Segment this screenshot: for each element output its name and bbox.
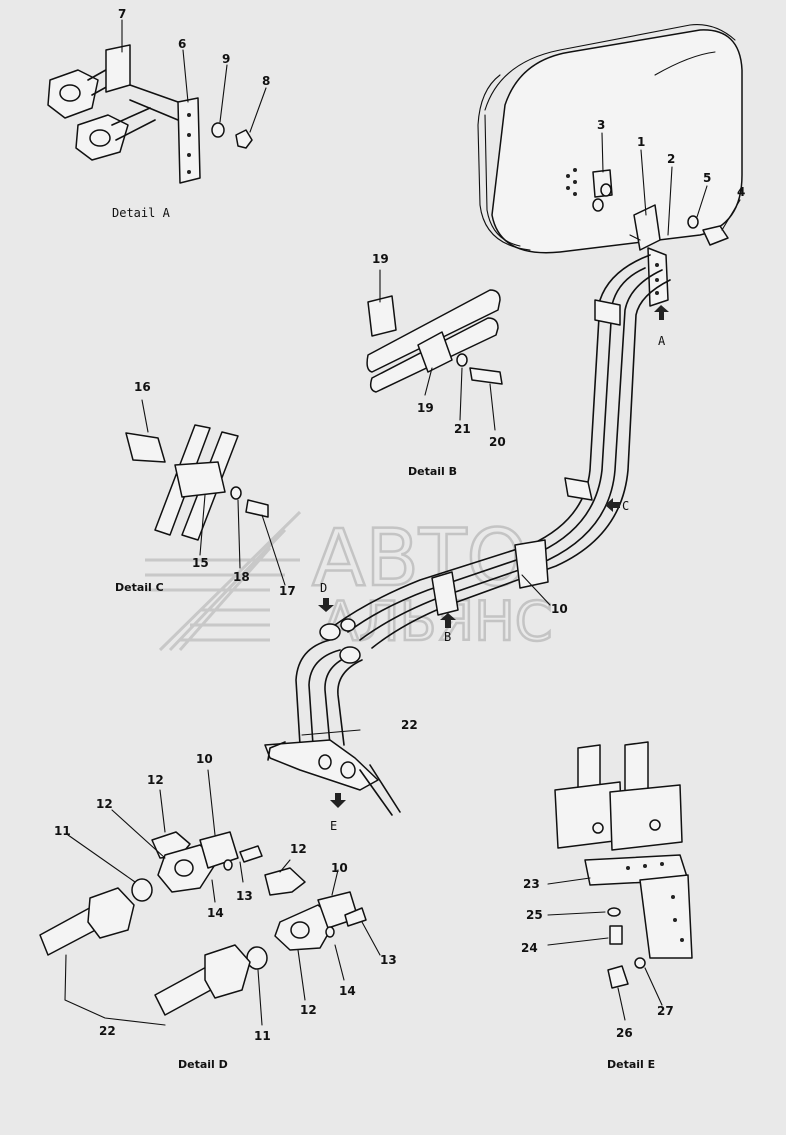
view-arrow-c xyxy=(605,498,620,512)
view-arrow-d xyxy=(318,598,334,612)
part-number-19-top: 19 xyxy=(372,252,389,266)
view-label-d: D xyxy=(320,581,327,595)
part-number-5: 5 xyxy=(703,171,711,185)
part-number-10-main: 10 xyxy=(551,602,568,616)
part-number-13-right: 13 xyxy=(380,953,397,967)
detail-e-caption: Detail E xyxy=(607,1058,655,1071)
part-number-22-main: 22 xyxy=(401,718,418,732)
view-arrow-a xyxy=(654,305,669,320)
part-number-24: 24 xyxy=(521,941,538,955)
part-number-3: 3 xyxy=(597,118,605,132)
part-number-15: 15 xyxy=(192,556,209,570)
detail-c-drawing: Detail C xyxy=(115,399,286,594)
part-number-8: 8 xyxy=(262,74,270,88)
view-arrow-e xyxy=(330,793,346,808)
tank-outlet-fittings xyxy=(566,168,729,307)
part-number-18: 18 xyxy=(233,570,250,584)
part-number-22-detail-d: 22 xyxy=(99,1024,116,1038)
part-number-12-bottom: 12 xyxy=(300,1003,317,1017)
part-number-14-right: 14 xyxy=(339,984,356,998)
part-number-13-left: 13 xyxy=(236,889,253,903)
part-number-12-top-right: 12 xyxy=(290,842,307,856)
detail-d-caption: Detail D xyxy=(178,1058,228,1071)
part-number-20: 20 xyxy=(489,435,506,449)
view-label-b: B xyxy=(444,630,451,644)
part-number-26: 26 xyxy=(616,1026,633,1040)
part-number-2: 2 xyxy=(667,152,675,166)
view-label-e: E xyxy=(330,819,337,833)
view-label-c: C xyxy=(622,499,629,513)
view-label-a: A xyxy=(658,334,666,348)
part-number-callouts: 1 2 3 4 5 6 7 8 9 10 10 10 11 11 12 12 1… xyxy=(54,7,745,1043)
part-number-27: 27 xyxy=(657,1004,674,1018)
detail-e-drawing: Detail E xyxy=(547,741,693,1071)
part-number-10-detail-d-upper: 10 xyxy=(196,752,213,766)
part-number-9: 9 xyxy=(222,52,230,66)
detail-d-drawing: Detail D xyxy=(39,729,381,1071)
hydraulic-tank xyxy=(477,24,743,254)
part-number-16: 16 xyxy=(134,380,151,394)
view-arrows xyxy=(318,305,669,808)
part-number-14-left: 14 xyxy=(207,906,224,920)
part-number-17: 17 xyxy=(279,584,296,598)
part-number-10-detail-d-lower: 10 xyxy=(331,861,348,875)
view-arrow-b xyxy=(440,613,456,628)
part-number-19-bottom: 19 xyxy=(417,401,434,415)
part-number-25: 25 xyxy=(526,908,543,922)
part-number-21: 21 xyxy=(454,422,471,436)
detail-a-caption: Detail A xyxy=(112,206,171,220)
hydraulic-hose-pair xyxy=(264,254,671,816)
part-number-11-left: 11 xyxy=(54,824,71,838)
part-number-1: 1 xyxy=(637,135,645,149)
watermark-logo xyxy=(145,510,302,652)
part-number-12-top-left: 12 xyxy=(147,773,164,787)
part-number-11-right: 11 xyxy=(254,1029,271,1043)
part-number-12-left: 12 xyxy=(96,797,113,811)
detail-b-caption: Detail B xyxy=(408,465,457,478)
part-number-7: 7 xyxy=(118,7,126,21)
detail-c-caption: Detail C xyxy=(115,581,164,594)
detail-b-drawing: Detail B xyxy=(366,269,503,478)
part-number-6: 6 xyxy=(178,37,186,51)
part-number-23: 23 xyxy=(523,877,540,891)
part-number-4: 4 xyxy=(737,185,745,199)
detail-a-drawing: Detail A xyxy=(47,19,267,220)
